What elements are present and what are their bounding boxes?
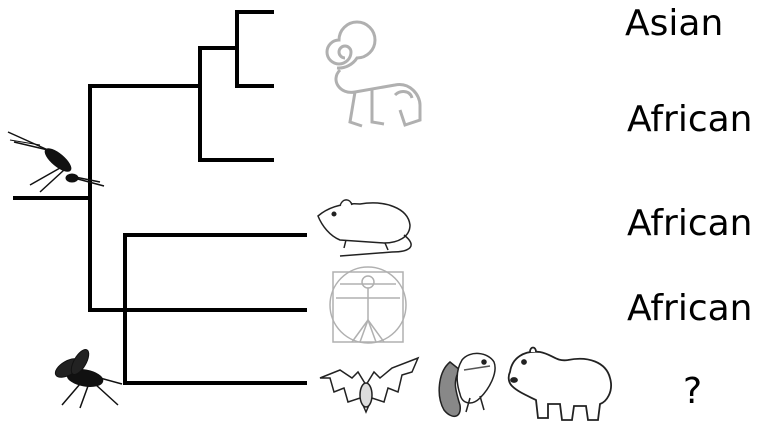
leaf-label-african-1: African bbox=[627, 102, 753, 138]
nazca-monkey-icon bbox=[327, 22, 420, 126]
fly-icon bbox=[52, 347, 122, 408]
vitruvian-man-icon bbox=[330, 267, 406, 343]
rat-icon bbox=[318, 200, 411, 256]
leaf-label-unknown: ? bbox=[683, 374, 702, 410]
squirrel-icon bbox=[439, 353, 495, 416]
leaf-label-african-3: African bbox=[627, 291, 753, 327]
bat-icon bbox=[320, 358, 418, 412]
leaf-label-african-2: African bbox=[627, 206, 753, 242]
hippo-icon bbox=[509, 348, 611, 421]
leaf-label-asian: Asian bbox=[625, 6, 723, 42]
